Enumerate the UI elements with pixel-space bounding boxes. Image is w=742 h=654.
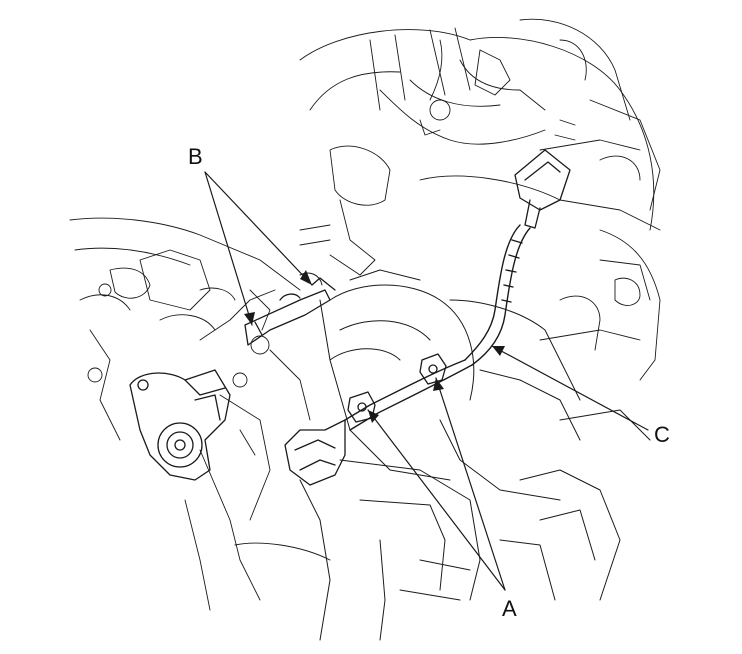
harness-upper-connector xyxy=(514,149,571,229)
bracket-b xyxy=(244,277,336,346)
leader-lines xyxy=(204,171,649,591)
arrowhead-b-left xyxy=(244,312,255,325)
transmission-housing xyxy=(69,217,331,611)
callout-label-c: C xyxy=(654,422,670,447)
arrowheads xyxy=(244,270,505,423)
arrowhead-a-left xyxy=(368,410,379,423)
arrowhead-b-right xyxy=(300,270,312,285)
wire-harness xyxy=(344,224,531,431)
callout-label-a: A xyxy=(502,596,517,621)
position-sensor xyxy=(129,369,231,481)
callout-label-b: B xyxy=(188,144,203,169)
engine-background xyxy=(299,18,661,381)
central-transaxle xyxy=(299,269,651,641)
harness-lower-connector xyxy=(284,419,346,486)
clamp-a-right xyxy=(419,353,447,385)
arrowhead-a-right xyxy=(433,378,444,391)
arrowhead-c xyxy=(492,346,505,356)
